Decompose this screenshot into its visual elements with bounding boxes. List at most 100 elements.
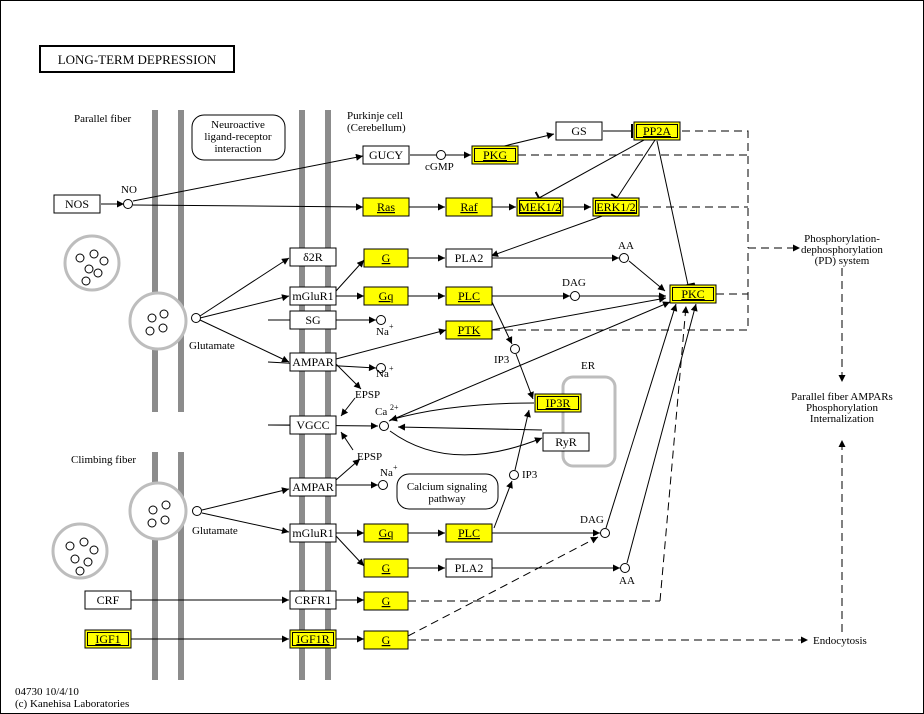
edge-epsp-vgcc [340, 397, 356, 417]
label-pd-2: dephosphorylation [801, 244, 883, 256]
label-er: ER [581, 360, 596, 372]
node-plc2[interactable]: PLC [445, 523, 493, 543]
node-ras[interactable]: Ras [362, 197, 410, 217]
node-pkc[interactable]: PKC [669, 284, 717, 304]
node-gq1[interactable]: Gq [363, 286, 409, 306]
edge-pp2a-mek [534, 139, 645, 205]
node-ptk[interactable]: PTK [445, 320, 493, 340]
diagram-title: LONG-TERM DEPRESSION [58, 52, 217, 67]
label-dag-1: DAG [562, 277, 586, 289]
svg-text:PLA2: PLA2 [455, 561, 484, 575]
edge-aa2-pkc [626, 303, 698, 564]
node-igf1[interactable]: IGF1 [84, 629, 132, 649]
node-pp2a[interactable]: PP2A [633, 121, 681, 141]
labels: Parallel fiber Purkinje cell (Cerebellum… [15, 110, 893, 710]
node-pkg[interactable]: PKG [471, 145, 519, 165]
svg-text:IGF1R: IGF1R [296, 632, 329, 646]
calcium-signaling-box[interactable] [396, 473, 499, 510]
dag-compound-1 [570, 291, 580, 301]
node-raf[interactable]: Raf [445, 197, 493, 217]
label-na-1: Na [376, 326, 389, 338]
er-compartment [561, 375, 617, 468]
node-gs[interactable]: GS [555, 121, 603, 141]
footer-copyright: (c) Kanehisa Laboratories [15, 698, 129, 710]
node-gq2[interactable]: Gq [363, 523, 409, 543]
node-mek[interactable]: MEK1/2 [516, 197, 564, 217]
edge-ryr-ca [397, 423, 543, 431]
node-mglur1-2[interactable]: mGluR1 [289, 523, 337, 543]
node-g1[interactable]: G [363, 248, 409, 268]
label-ca: Ca [375, 406, 387, 418]
label-neuroactive-3: interaction [214, 143, 262, 155]
node-g2[interactable]: G [363, 558, 409, 578]
edge-pp2a-erk [610, 139, 656, 203]
node-g4[interactable]: G [363, 630, 409, 650]
glutamate-compound-1 [191, 313, 201, 323]
node-ip3r[interactable]: IP3R [534, 393, 582, 413]
node-g3[interactable]: G [363, 591, 409, 611]
edge-glu-mglur1 [199, 294, 290, 319]
label-na-3: Na [380, 467, 393, 479]
svg-text:PLC: PLC [458, 526, 480, 540]
edge-ip3b-ip3r [514, 409, 531, 471]
edge-ip3-ip3r [515, 353, 534, 400]
svg-text:GUCY: GUCY [369, 148, 403, 162]
label-climbing-fiber: Climbing fiber [71, 454, 136, 466]
node-ryr[interactable]: RyR [542, 432, 590, 452]
dashed-edges [407, 130, 846, 644]
node-pla2-2[interactable]: PLA2 [445, 558, 493, 578]
node-nos[interactable]: NOS [53, 194, 101, 214]
label-calcium-1: Calcium signaling [407, 481, 488, 493]
svg-text:Gq: Gq [379, 526, 394, 540]
node-igf1r[interactable]: IGF1R [289, 629, 337, 649]
svg-text:AMPAR: AMPAR [292, 355, 334, 369]
compound-circles[interactable] [123, 150, 630, 573]
label-na-2-plus: + [389, 364, 394, 373]
svg-text:PKC: PKC [681, 287, 704, 301]
neuroactive-ligand-box[interactable] [191, 114, 286, 161]
label-cgmp: cGMP [425, 161, 454, 173]
node-erk[interactable]: ERK1/2 [592, 197, 640, 217]
vesicle-dots [65, 249, 171, 576]
node-sg[interactable]: SG [289, 310, 337, 330]
membranes [152, 110, 331, 680]
climbing-fiber-terminal [128, 481, 188, 541]
svg-text:CRF: CRF [97, 593, 120, 607]
ip3-compound-2 [509, 470, 519, 480]
node-pla2-1[interactable]: PLA2 [445, 248, 493, 268]
label-dag-2: DAG [580, 514, 604, 526]
edge-g4-dag [407, 536, 599, 637]
edge-mglur1-g [335, 259, 365, 292]
label-epsp-2: EPSP [357, 451, 382, 463]
edges [101, 124, 698, 643]
svg-text:G: G [382, 594, 391, 608]
svg-text:PLC: PLC [458, 289, 480, 303]
svg-text:GS: GS [571, 124, 586, 138]
node-mglur1-1[interactable]: mGluR1 [289, 286, 337, 306]
node-vgcc[interactable]: VGCC [289, 415, 337, 435]
label-na-1-plus: + [389, 322, 394, 331]
node-ampar-2[interactable]: AMPAR [289, 477, 337, 497]
nodes[interactable]: NOS GUCY GS PP2A PKG Ras Raf MEK1/2 ERK1… [53, 121, 717, 650]
svg-text:Ras: Ras [377, 200, 395, 214]
label-glutamate-2: Glutamate [192, 525, 238, 537]
edge-no-gucy [132, 153, 364, 202]
edge-epsp2-vgcc [340, 431, 354, 451]
node-d2r[interactable]: δ2R [289, 247, 337, 267]
edge-pp2a-pd [682, 130, 749, 248]
na-compound-2 [376, 363, 386, 373]
node-gucy[interactable]: GUCY [362, 145, 410, 165]
node-crf[interactable]: CRF [84, 590, 132, 610]
node-plc1[interactable]: PLC [445, 286, 493, 306]
label-pf-ampars-3: Internalization [810, 413, 875, 425]
node-crfr1[interactable]: CRFR1 [289, 590, 337, 610]
label-purkinje-2: (Cerebellum) [347, 122, 406, 134]
svg-text:Gq: Gq [379, 289, 394, 303]
svg-text:RyR: RyR [555, 435, 577, 449]
edge-glu2-ampar [201, 487, 290, 511]
label-pf-ampars-2: Phosphorylation [806, 402, 879, 414]
label-aa-2: AA [619, 575, 635, 587]
node-ampar-1[interactable]: AMPAR [289, 352, 337, 372]
